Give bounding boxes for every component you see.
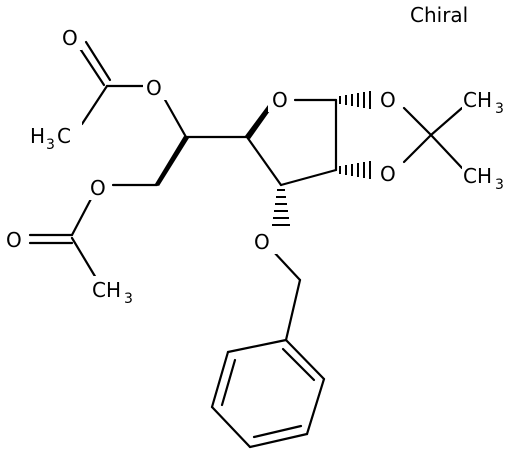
atom-o-ester-bottom: O [90,176,106,200]
bond-c3-c4 [245,135,283,187]
bond-acetyl-top-c-ch3 [80,84,109,126]
atom-ch3-iso-top-sub: 3 [495,101,504,117]
atom-o-ring: O [272,88,288,112]
phenyl-ring [210,338,326,449]
atom-o-carbonyl-bottom: O [6,228,22,252]
bond-o-c-bottom [70,195,94,237]
hash-c3-o-benzyl [272,189,290,226]
atom-h3c-top-h: H [30,124,45,148]
atom-ch3-bottom: CH [92,278,121,302]
bond-o-benzyl-ch2 [270,248,302,282]
bond-cq-ch3-bottom [429,133,464,170]
atom-h3c-top-sub: 3 [46,137,55,153]
atom-ch3-iso-bottom: CH [463,164,492,188]
bond-c2-c3 [279,168,338,187]
bond-acetyl-top-carbonyl-1 [77,45,106,87]
atom-ch3-iso-bottom-sub: 3 [495,177,504,193]
atom-h3c-top-c: C [57,124,71,148]
hash-c2-o-bottom [339,161,371,179]
atom-o-benzyl: O [254,230,270,254]
bond-o-ch-top [162,96,188,139]
atom-o-dioxolane-bottom: O [380,162,396,186]
bond-o-top-cq [402,106,433,137]
atom-o-carbonyl-top: O [62,26,78,50]
bond-acetyl-top-carbonyl-2 [84,40,112,82]
bond-cq-ch3-top [429,106,464,137]
bond-acetyl-bottom-c-ch3 [70,236,98,280]
atom-ch3-iso-top: CH [463,88,492,112]
atom-ch3-bottom-sub: 3 [124,291,133,307]
atom-o-ester-top: O [146,76,162,100]
chiral-label: Chiral [410,3,468,27]
wedge-c4-oring [245,105,272,139]
wedge-ch-ch2 [155,136,189,186]
bond-o-bottom-cq [402,133,433,164]
atom-o-dioxolane-top: O [380,88,396,112]
hash-c1-o-top [339,91,371,109]
bond-ch2-ipso [284,278,302,342]
